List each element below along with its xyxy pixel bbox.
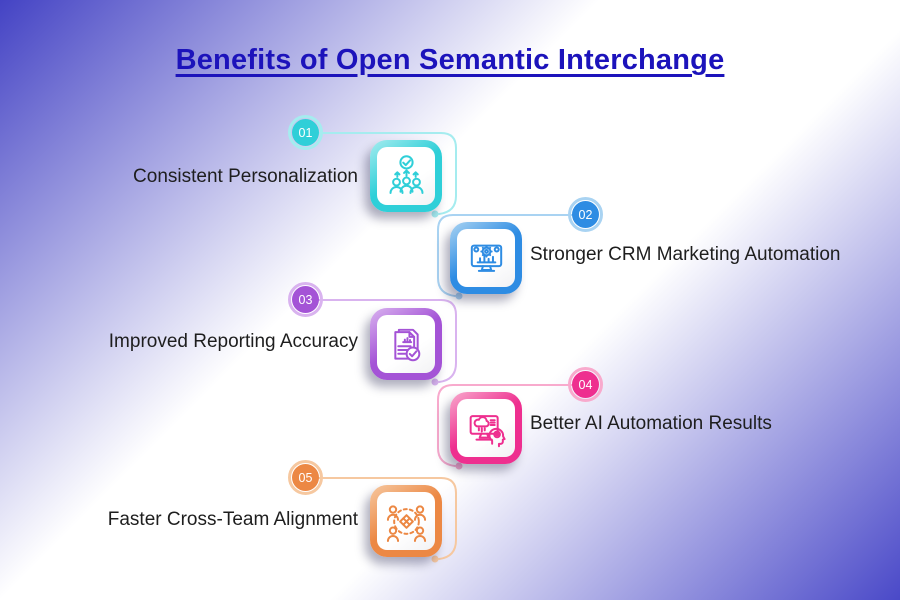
step-number: 01 (298, 125, 313, 140)
connector-3-dot (431, 378, 439, 386)
step-number-badge-2: 02 (568, 197, 603, 232)
icon-box-4 (450, 392, 522, 464)
ai-monitor-icon (469, 414, 506, 447)
connector-4-dot (455, 462, 463, 470)
connector-4 (437, 384, 574, 470)
step-number: 03 (298, 292, 313, 307)
team-alignment-icon (386, 504, 426, 542)
connector-1-dot (431, 210, 439, 218)
connector-5 (317, 477, 457, 563)
step-number: 05 (298, 470, 313, 485)
benefit-label-4: Better AI Automation Results (530, 413, 772, 434)
step-number: 04 (578, 377, 593, 392)
benefit-label-1: Consistent Personalization (133, 166, 358, 187)
report-check-icon (393, 328, 420, 361)
icon-box-1 (370, 140, 442, 212)
step-number-badge-4: 04 (568, 367, 603, 402)
page-title: Benefits of Open Semantic Interchange (175, 44, 725, 76)
connector-2 (437, 214, 574, 300)
step-number-badge-3: 03 (288, 282, 323, 317)
benefit-label-3: Improved Reporting Accuracy (108, 331, 358, 352)
benefit-label-5: Faster Cross-Team Alignment (107, 509, 358, 530)
icon-box-5 (370, 485, 442, 557)
icon-box-3 (370, 308, 442, 380)
connector-1 (317, 132, 457, 218)
monitor-gear-icon (470, 244, 502, 272)
connector-5-dot (431, 555, 439, 563)
connector-2-dot (455, 292, 463, 300)
benefit-label-2: Stronger CRM Marketing Automation (530, 244, 841, 265)
icon-box-2 (450, 222, 522, 294)
team-check-icon (389, 154, 423, 194)
step-number-badge-5: 05 (288, 460, 323, 495)
step-number: 02 (578, 207, 593, 222)
connector-3 (317, 299, 457, 386)
step-number-badge-1: 01 (288, 115, 323, 150)
